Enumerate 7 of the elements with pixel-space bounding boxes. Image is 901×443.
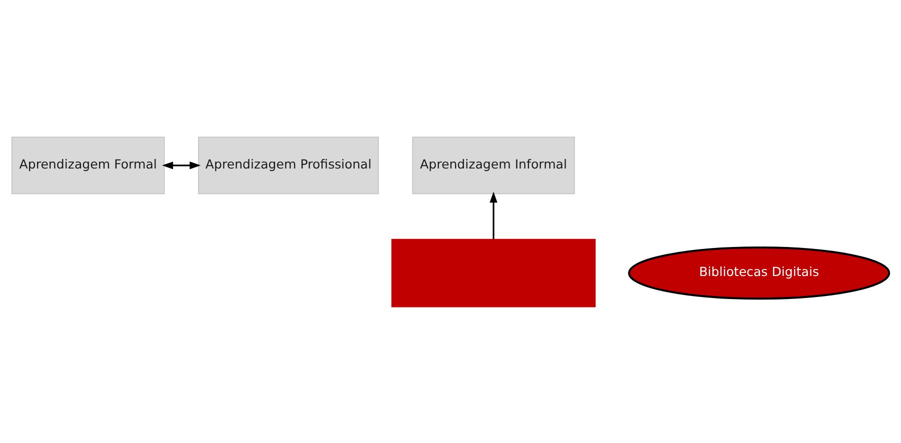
node-box: Aprendizagem Formal xyxy=(11,136,165,194)
node-box xyxy=(391,238,596,307)
node-box: Aprendizagem Informal xyxy=(412,136,575,194)
node-box: Aprendizagem Profissional xyxy=(198,136,379,194)
arrow xyxy=(162,161,201,169)
arrow xyxy=(490,191,498,239)
node-ellipse: Bibliotecas Digitais xyxy=(628,246,890,300)
